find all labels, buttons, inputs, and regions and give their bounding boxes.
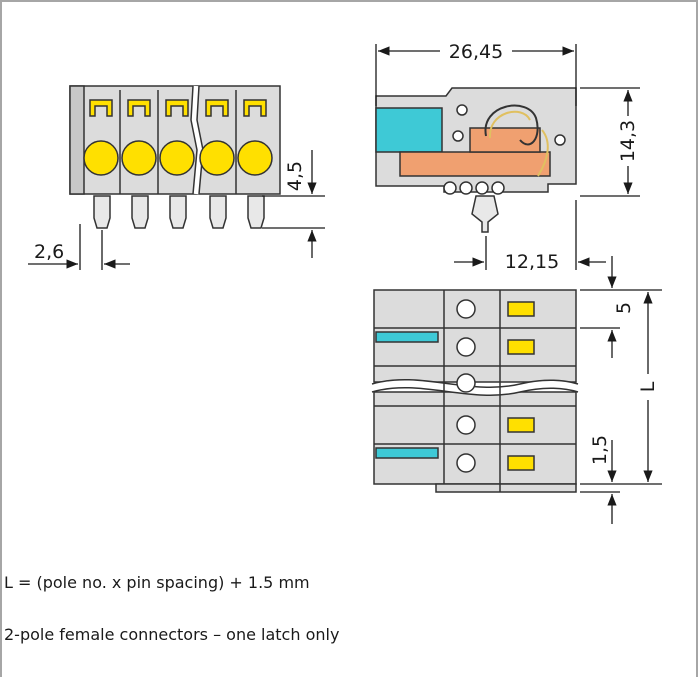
side-view-dimensions bbox=[375, 44, 640, 270]
top-view-latch-1 bbox=[375, 331, 439, 343]
side-view-pin bbox=[471, 195, 499, 233]
total-length-label: 26,45 bbox=[449, 41, 503, 63]
latch-note: 2-pole female connectors – one latch onl… bbox=[4, 625, 340, 644]
pin-depth-label: 4,5 bbox=[284, 161, 306, 191]
side-view-latch bbox=[375, 107, 443, 153]
formula-note: L = (pole no. x pin spacing) + 1.5 mm bbox=[4, 573, 310, 592]
top-view bbox=[371, 289, 579, 493]
side-view-contact bbox=[399, 151, 551, 177]
height-label: 14,3 bbox=[617, 120, 639, 162]
extra-length-label: 1,5 bbox=[589, 435, 611, 465]
side-view bbox=[375, 87, 577, 233]
edge-offset-label: 2,6 bbox=[34, 241, 64, 263]
front-view bbox=[69, 85, 281, 229]
length-symbol-label: L bbox=[637, 381, 659, 392]
top-view-dimensions bbox=[580, 256, 662, 524]
front-view-dimensions bbox=[28, 150, 325, 270]
pin-offset-label: 12,15 bbox=[505, 251, 559, 273]
technical-drawing: 4,5 2,6 bbox=[28, 41, 662, 524]
pin-spacing-label: 5 bbox=[613, 302, 635, 314]
top-view-latch-2 bbox=[375, 447, 439, 459]
